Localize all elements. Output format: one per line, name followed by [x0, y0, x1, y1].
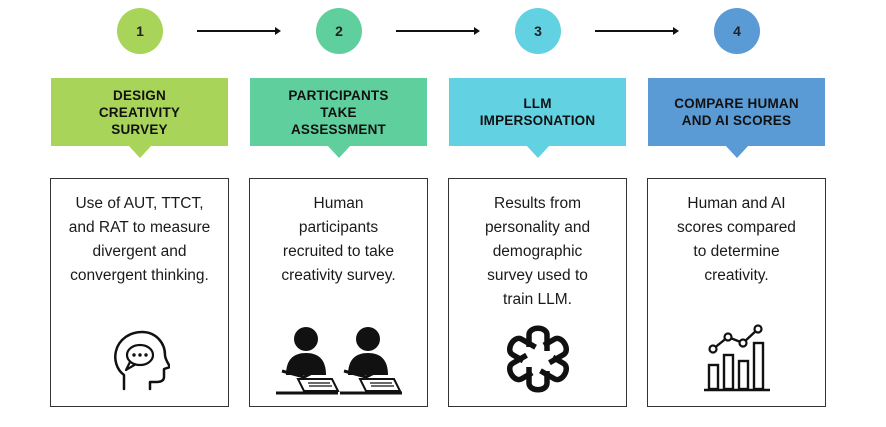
step-3-card: Results from personality and demographic… [448, 178, 627, 407]
step-2-title-banner: PARTICIPANTS TAKE ASSESSMENT [250, 78, 427, 158]
arrow-3-to-4 [595, 27, 679, 35]
people-at-desks-icon [275, 327, 402, 395]
step-2-number-circle: 2 [316, 8, 362, 54]
step-2-card: Human participants recruited to take cre… [249, 178, 428, 407]
head-speech-bubble-icon [113, 330, 170, 391]
step-4-number-circle: 4 [714, 8, 760, 54]
step-4-card: Human and AI scores compared to determin… [647, 178, 826, 407]
step-3-description: Results from personality and demographic… [484, 195, 591, 308]
step-1-card: Use of AUT, TTCT, and RAT to measure div… [50, 178, 229, 407]
step-1-description: Use of AUT, TTCT, and RAT to measure div… [68, 195, 211, 284]
arrow-2-to-3 [396, 27, 480, 35]
step-4-title-banner: COMPARE HUMAN AND AI SCORES [648, 78, 825, 158]
step-1-title-banner: DESIGN CREATIVITY SURVEY [51, 78, 228, 158]
bar-chart-trend-icon [703, 324, 770, 392]
step-2-description: Human participants recruited to take cre… [281, 195, 396, 284]
step-4-description: Human and AI scores compared to determin… [677, 195, 796, 284]
arrow-1-to-2 [197, 27, 281, 35]
openai-logo-icon [500, 325, 576, 397]
step-3-number-circle: 3 [515, 8, 561, 54]
step-3-title-banner: LLM IMPERSONATION [449, 78, 626, 158]
step-1-number-circle: 1 [117, 8, 163, 54]
